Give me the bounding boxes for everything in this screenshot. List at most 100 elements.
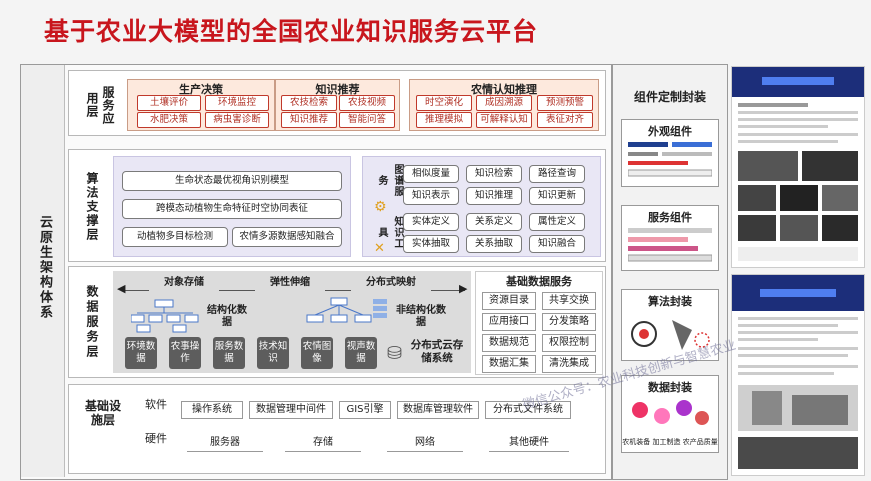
group-agri-reasoning: 农情认知推理 时空演化 成因溯源 预测预警 推理模拟 可解释认知 表征对齐 — [409, 79, 599, 131]
card-algorithm[interactable]: 算法封装 — [621, 289, 719, 361]
hardware-item[interactable]: 服务器 — [187, 435, 263, 452]
hardware-item[interactable]: 其他硬件 — [489, 435, 569, 452]
card-appearance[interactable]: 外观组件 — [621, 119, 719, 187]
chip-water-fert[interactable]: 水肥决策 — [137, 112, 201, 128]
software-item[interactable]: 数据管理中间件 — [249, 401, 333, 419]
infra-layer: 基础设施层 软件 操作系统 数据管理中间件 GIS引擎 数据库管理软件 分布式文… — [68, 384, 606, 474]
data-layer-label: 数据服务层 — [85, 284, 99, 360]
tool-item[interactable]: 关系定义 — [466, 213, 522, 231]
graph-service-label: 图谱服务 — [376, 163, 403, 197]
chip-reasoning-sim[interactable]: 推理模拟 — [416, 112, 472, 128]
side-column: 云原生架构体系 — [21, 65, 65, 477]
group-knowledge-recommend: 知识推荐 农技检索 农技视频 知识推荐 智能问答 — [275, 79, 400, 131]
tool-item[interactable]: 实体抽取 — [403, 235, 459, 253]
arrow-right-icon: ▶ — [459, 282, 468, 295]
data-audio-video[interactable]: 视声数据 — [345, 337, 377, 369]
chip-smart-qa[interactable]: 智能问答 — [339, 112, 395, 128]
software-item[interactable]: 数据库管理软件 — [397, 401, 479, 419]
chip-pest-diag[interactable]: 病虫害诊断 — [205, 112, 269, 128]
hardware-item[interactable]: 网络 — [387, 435, 463, 452]
group-title: 农情认知推理 — [471, 83, 537, 96]
card-title: 数据封装 — [648, 381, 692, 394]
data-card-caption: 农机装备 加工制造 农产品质量 — [622, 438, 718, 446]
basic-item[interactable]: 清洗集成 — [542, 355, 596, 373]
card-title: 外观组件 — [648, 125, 692, 138]
infra-layer-label: 基础设施层 — [84, 399, 121, 427]
service-layer-label: 服务应用层 — [85, 85, 115, 125]
chip-forecast-warning[interactable]: 预测预警 — [537, 95, 593, 111]
basic-data-service: 基础数据服务 资源目录 共享交换 应用接口 分发策略 数据规范 权限控制 数据汇… — [475, 271, 603, 375]
model-multi-target[interactable]: 动植物多目标检测 — [122, 227, 228, 247]
chip-tech-video[interactable]: 农技视频 — [339, 95, 395, 111]
unstructured-data-icon — [303, 297, 389, 333]
graph-icon: ⚙ — [374, 199, 387, 215]
data-crop-images[interactable]: 农情图像 — [301, 337, 333, 369]
tool-item[interactable]: 知识融合 — [529, 235, 585, 253]
software-label: 软件 — [145, 398, 167, 411]
knowledge-tools-label: 知识工具 — [376, 215, 403, 249]
service-layer: 服务应用层 生产决策 土壤评价 环境监控 水肥决策 病虫害诊断 知识推荐 农技检… — [68, 70, 606, 136]
model-cross-modal[interactable]: 跨模态动植物生命特征时空协同表征 — [122, 199, 342, 219]
group-title: 生产决策 — [179, 83, 223, 96]
chip-soil-eval[interactable]: 土壤评价 — [137, 95, 201, 111]
portal-screenshot-2 — [731, 274, 865, 476]
chip-cause-trace[interactable]: 成因溯源 — [476, 95, 532, 111]
page-title: 基于农业大模型的全国农业知识服务云平台 — [44, 17, 539, 46]
model-optimal-view[interactable]: 生命状态最优视角识别模型 — [122, 171, 342, 191]
data-farm-ops[interactable]: 农事操作 — [169, 337, 201, 369]
side-label: 云原生架构体系 — [37, 215, 52, 320]
group-production-decision: 生产决策 土壤评价 环境监控 水肥决策 病虫害诊断 — [127, 79, 275, 131]
chip-explainable[interactable]: 可解释认知 — [476, 112, 532, 128]
graph-item[interactable]: 相似度量 — [403, 165, 459, 183]
data-service[interactable]: 服务数据 — [213, 337, 245, 369]
model-panel: 生命状态最优视角识别模型 跨模态动植物生命特征时空协同表征 动植物多目标检测 农… — [113, 156, 351, 257]
banner-distributed-mapping: 分布式映射 — [351, 275, 431, 291]
component-panel: 组件定制封装 外观组件 服务组件 算法封装 — [612, 64, 728, 480]
software-item[interactable]: 分布式文件系统 — [485, 401, 571, 419]
tool-item[interactable]: 实体定义 — [403, 213, 459, 231]
graph-item[interactable]: 知识推理 — [466, 187, 522, 205]
data-preview — [628, 396, 712, 432]
card-data[interactable]: 数据封装 农机装备 加工制造 农产品质量 — [621, 375, 719, 453]
data-env[interactable]: 环境数据 — [125, 337, 157, 369]
card-title: 服务组件 — [648, 211, 692, 224]
knowledge-panel: 图谱服务 ⚙ 知识工具 ✕ 相似度量 知识检索 路径查询 知识表示 知识推理 知… — [362, 156, 601, 257]
hardware-item[interactable]: 存储 — [285, 435, 361, 452]
banner-elastic-scaling: 弹性伸缩 — [255, 275, 325, 291]
data-layer: 数据服务层 ◀ ▶ 对象存储 弹性伸缩 分布式映射 结构化数据 — [68, 266, 606, 378]
graph-item[interactable]: 知识表示 — [403, 187, 459, 205]
basic-item[interactable]: 资源目录 — [482, 292, 536, 310]
appearance-preview — [627, 140, 713, 180]
database-icon: ⛁ — [387, 343, 403, 364]
chip-tech-search[interactable]: 农技检索 — [281, 95, 337, 111]
tool-item[interactable]: 属性定义 — [529, 213, 585, 231]
graph-item[interactable]: 路径查询 — [529, 165, 585, 183]
banner-object-storage: 对象存储 — [149, 275, 219, 291]
graph-item[interactable]: 知识检索 — [466, 165, 522, 183]
tool-item[interactable]: 关系抽取 — [466, 235, 522, 253]
chip-knowledge-recommend[interactable]: 知识推荐 — [281, 112, 337, 128]
chip-spatiotemporal[interactable]: 时空演化 — [416, 95, 472, 111]
component-panel-title: 组件定制封装 — [633, 90, 706, 104]
hardware-label: 硬件 — [145, 432, 167, 445]
model-data-fusion[interactable]: 农情多源数据感知融合 — [232, 227, 342, 247]
data-tech-knowledge[interactable]: 技术知识 — [257, 337, 289, 369]
basic-item[interactable]: 数据汇集 — [482, 355, 536, 373]
basic-item[interactable]: 权限控制 — [542, 334, 596, 352]
basic-item[interactable]: 共享交换 — [542, 292, 596, 310]
chip-env-monitor[interactable]: 环境监控 — [205, 95, 269, 111]
graph-item[interactable]: 知识更新 — [529, 187, 585, 205]
basic-service-title: 基础数据服务 — [506, 275, 572, 288]
chip-repr-align[interactable]: 表征对齐 — [537, 112, 593, 128]
unstructured-data-label: 非结构化数据 — [396, 305, 446, 328]
basic-item[interactable]: 分发策略 — [542, 313, 596, 331]
algorithm-layer: 算法支撑层 生命状态最优视角识别模型 跨模态动植物生命特征时空协同表征 动植物多… — [68, 149, 606, 262]
basic-item[interactable]: 应用接口 — [482, 313, 536, 331]
structured-data-label: 结构化数据 — [207, 305, 247, 328]
software-item[interactable]: 操作系统 — [181, 401, 243, 419]
software-item[interactable]: GIS引擎 — [339, 401, 391, 419]
algorithm-preview — [628, 310, 712, 356]
card-service[interactable]: 服务组件 — [621, 205, 719, 271]
card-title: 算法封装 — [648, 295, 692, 308]
basic-item[interactable]: 数据规范 — [482, 334, 536, 352]
